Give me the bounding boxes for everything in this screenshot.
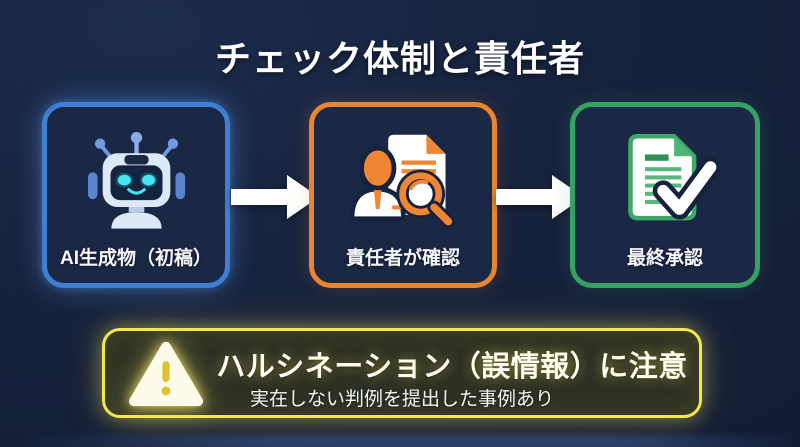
page-title: チェック体制と責任者 [214, 38, 585, 79]
flow-step-approval: 最終承認 [570, 102, 760, 288]
reviewer-magnifier-icon [314, 129, 492, 234]
approved-document-icon [575, 129, 755, 229]
flow-step-ai-draft: AI生成物（初稿） [42, 102, 230, 288]
warning-subtitle: 実在しない判例を提出した事例あり [249, 389, 554, 410]
step-label-approval: 最終承認 [626, 248, 703, 269]
warning-heading: ハルシネーション（誤情報）に注意 [216, 351, 688, 383]
flow-step-review: 責任者が確認 [309, 102, 497, 288]
step-label-review: 責任者が確認 [345, 248, 460, 269]
robot-icon [47, 129, 225, 233]
step-label-ai-draft: AI生成物（初稿） [59, 248, 212, 269]
warning-banner: ハルシネーション（誤情報）に注意 実在しない判例を提出した事例あり [102, 328, 702, 418]
warning-triangle-icon [129, 339, 203, 414]
arrow-right-icon [496, 175, 584, 219]
bottom-glow-strip [0, 435, 800, 447]
arrow-right-icon [231, 175, 319, 219]
